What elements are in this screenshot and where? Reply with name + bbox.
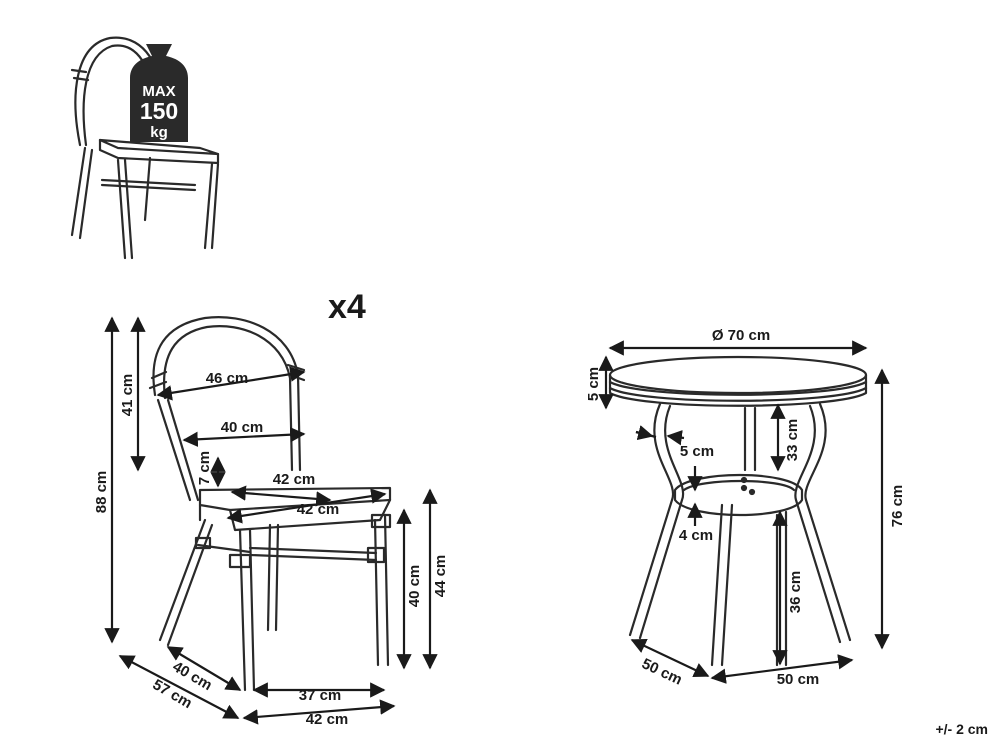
badge-max-text: MAX xyxy=(142,83,175,100)
chair-seat-depth-label: 42 cm xyxy=(273,471,316,488)
badge-number-text: 150 xyxy=(140,98,178,124)
chair-back-width-label: 46 cm xyxy=(206,370,249,387)
table-leg-offset-label: 5 cm xyxy=(680,443,714,460)
table-base-width-label: 50 cm xyxy=(777,671,820,688)
table-top-thickness-label: 5 cm xyxy=(585,367,602,401)
table-base-depth-label: 50 cm xyxy=(639,655,685,688)
table-total-height-label: 76 cm xyxy=(889,485,906,528)
chair-armrest-height-label: 44 cm xyxy=(432,555,449,598)
table-ring-thickness-label: 4 cm xyxy=(679,527,713,544)
small-chair-illustration xyxy=(70,36,220,260)
tolerance-note: +/- 2 cm xyxy=(935,721,988,737)
chair-width-inner-label: 37 cm xyxy=(299,687,342,704)
chair-armrest-label: 7 cm xyxy=(196,451,213,485)
chair-seat-width-label: 42 cm xyxy=(297,501,340,518)
chair-dimension-lines xyxy=(104,316,438,725)
large-chair-illustration xyxy=(148,316,392,692)
table-lower-height-label: 36 cm xyxy=(787,571,804,614)
chair-backrest-height-label: 41 cm xyxy=(119,374,136,417)
badge-unit-text: kg xyxy=(150,124,168,141)
chair-inner-back-width-label: 40 cm xyxy=(221,419,264,436)
max-weight-badge: MAX 150 kg xyxy=(130,44,188,142)
table-diameter-label: Ø 70 cm xyxy=(712,327,770,344)
quantity-label: x4 xyxy=(328,288,366,326)
table-dimension-lines xyxy=(598,340,890,684)
weight-icon xyxy=(130,44,188,142)
chair-seat-height-label: 40 cm xyxy=(406,565,423,608)
table-illustration xyxy=(608,355,868,667)
chair-total-height-label: 88 cm xyxy=(93,471,110,514)
chair-width-total-label: 42 cm xyxy=(306,711,349,728)
table-apron-drop-label: 33 cm xyxy=(784,419,801,462)
